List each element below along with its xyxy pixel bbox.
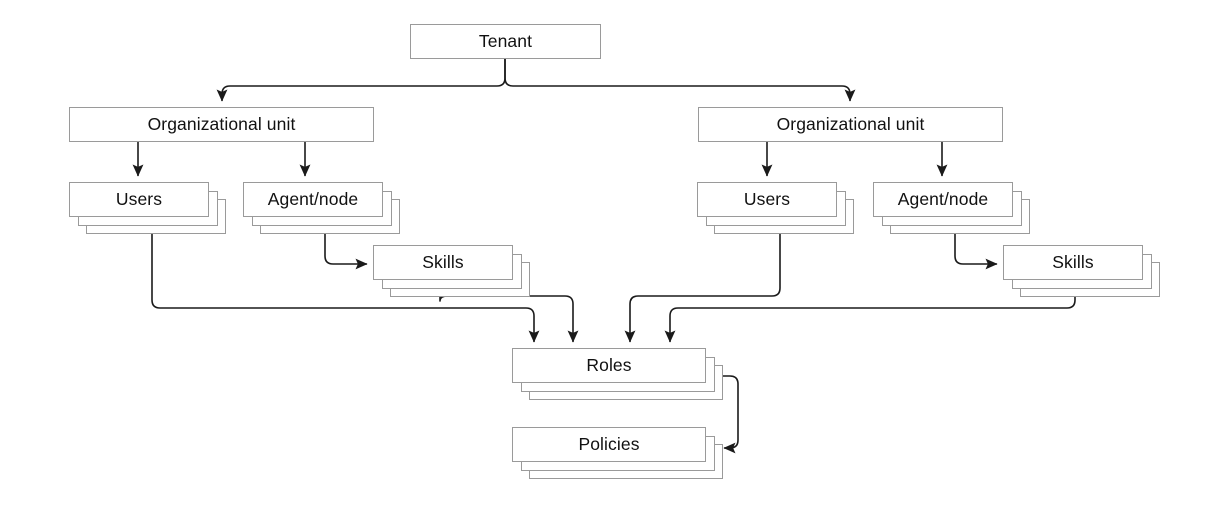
edge-roles-to-policies [722, 375, 739, 454]
node-skills-left[interactable]: Skills [373, 245, 533, 300]
node-organizational-unit-left[interactable]: Organizational unit [69, 107, 374, 142]
node-agent-node-right[interactable]: Agent/node [873, 182, 1033, 237]
node-agent-node-right-label: Agent/node [897, 188, 989, 209]
node-tenant[interactable]: Tenant [410, 24, 601, 59]
node-agent-node-left-box [243, 182, 383, 217]
node-roles[interactable]: Roles [512, 348, 726, 403]
node-agent-node-right-box [873, 182, 1013, 217]
node-skills-left-label: Skills [422, 251, 464, 272]
node-users-right-label: Users [743, 188, 791, 209]
node-tenant-label: Tenant [478, 30, 533, 51]
node-users-left[interactable]: Users [69, 182, 229, 237]
node-users-right-box [697, 182, 837, 217]
node-organizational-unit-left-label: Organizational unit [147, 113, 296, 134]
edge-agent-left-to-skills-left [324, 233, 368, 270]
node-policies-box [512, 427, 706, 462]
node-agent-node-left-label: Agent/node [267, 188, 359, 209]
node-skills-right-label: Skills [1052, 251, 1094, 272]
node-users-left-label: Users [115, 188, 163, 209]
node-roles-label: Roles [586, 354, 632, 375]
node-organizational-unit-right-label: Organizational unit [776, 113, 925, 134]
node-skills-right-box [1003, 245, 1143, 280]
edge-users-right-to-roles [624, 233, 781, 343]
node-organizational-unit-left-box [69, 107, 374, 142]
node-policies-label: Policies [578, 433, 640, 454]
node-skills-left-box [373, 245, 513, 280]
node-roles-box [512, 348, 706, 383]
node-skills-right[interactable]: Skills [1003, 245, 1163, 300]
node-policies[interactable]: Policies [512, 427, 726, 482]
edge-tenant-to-ou-left [216, 59, 506, 102]
edge-skills-right-to-roles [664, 296, 1076, 343]
edge-users-left-to-roles [151, 233, 540, 343]
edge-skills-left-to-roles [439, 295, 579, 343]
node-agent-node-left[interactable]: Agent/node [243, 182, 403, 237]
node-organizational-unit-right-box [698, 107, 1003, 142]
edge-tenant-to-ou-right [504, 59, 856, 102]
node-organizational-unit-right[interactable]: Organizational unit [698, 107, 1003, 142]
node-users-right[interactable]: Users [697, 182, 857, 237]
node-tenant-box [410, 24, 601, 59]
node-users-left-box [69, 182, 209, 217]
edge-agent-right-to-skills-right [954, 233, 998, 270]
